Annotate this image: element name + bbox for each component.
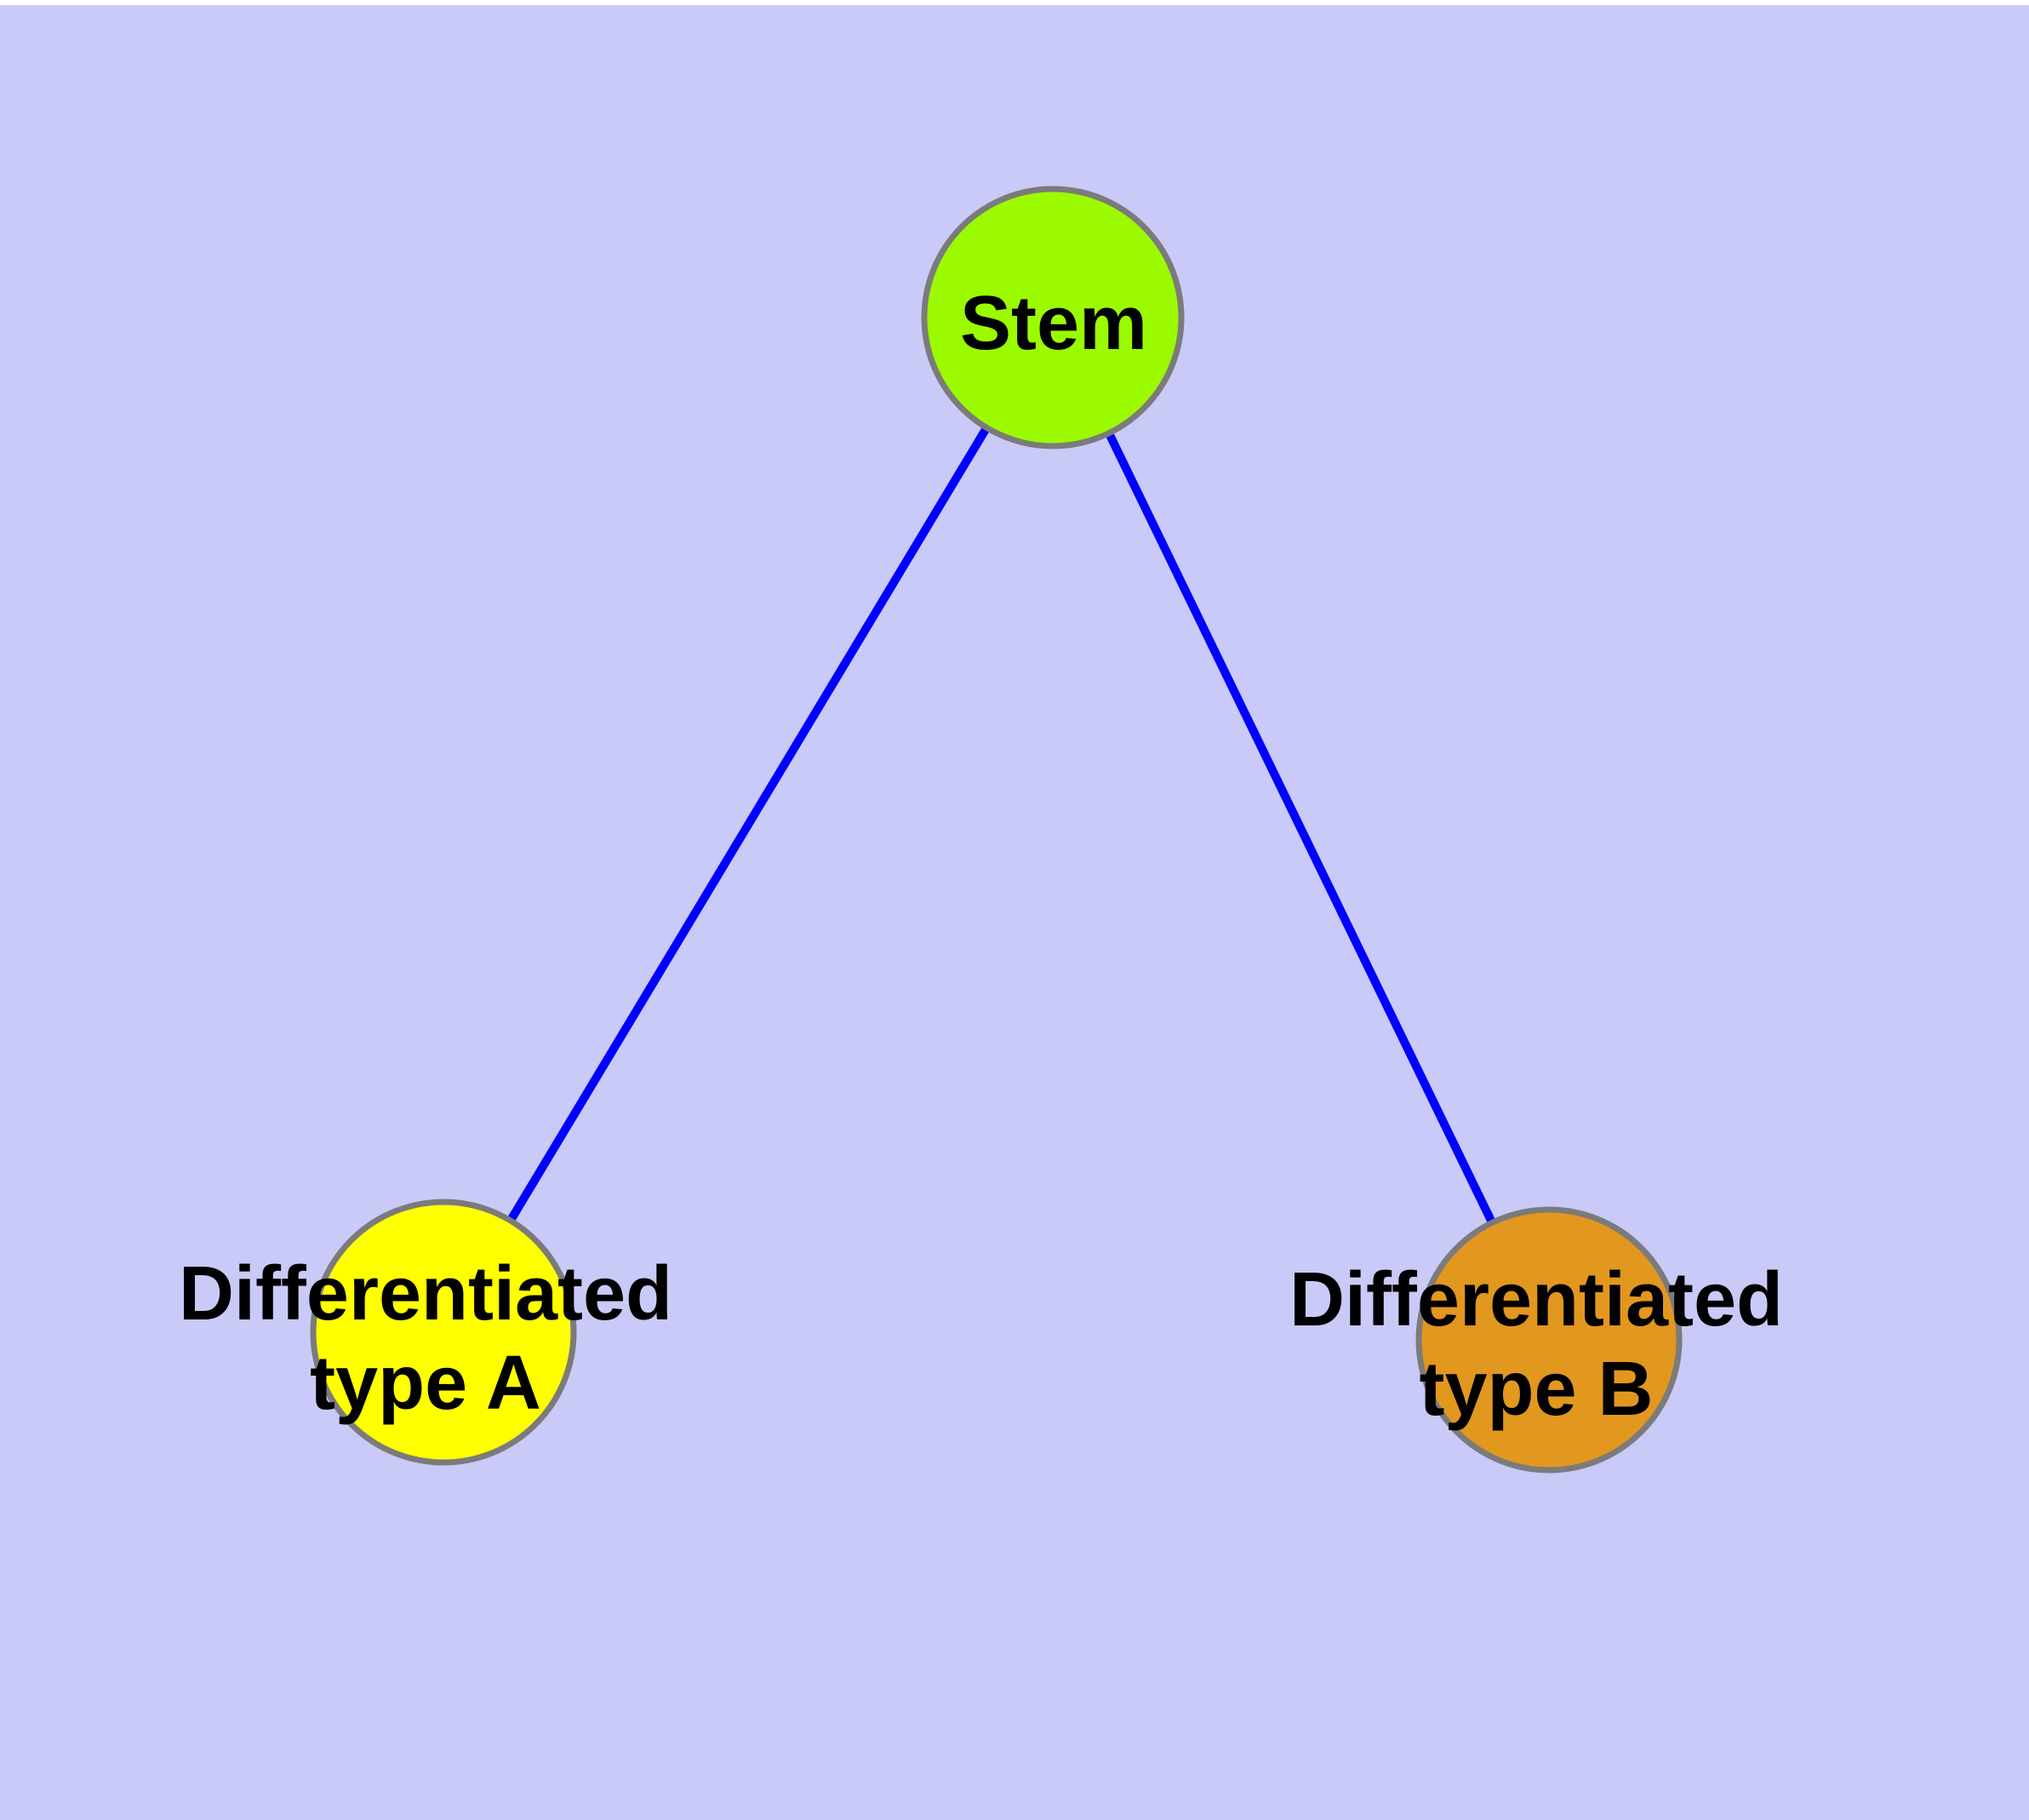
edge-stem-to-type-b [1049, 315, 1553, 1342]
node-type-a-circle[interactable] [310, 1199, 577, 1466]
node-type-b-label-line2: type B [1419, 1347, 1653, 1432]
node-stem-circle[interactable] [921, 186, 1185, 449]
node-type-b-circle[interactable] [1415, 1206, 1683, 1474]
node-stem-label: Stem [960, 281, 1147, 366]
window-top-edge [0, 0, 2029, 5]
node-type-a-label-line2: type A [310, 1341, 541, 1426]
edge-stem-to-type-a [439, 315, 1057, 1335]
node-type-a-label-line1: Differentiated [179, 1251, 672, 1336]
node-type-b-label-line1: Differentiated [1289, 1257, 1783, 1342]
